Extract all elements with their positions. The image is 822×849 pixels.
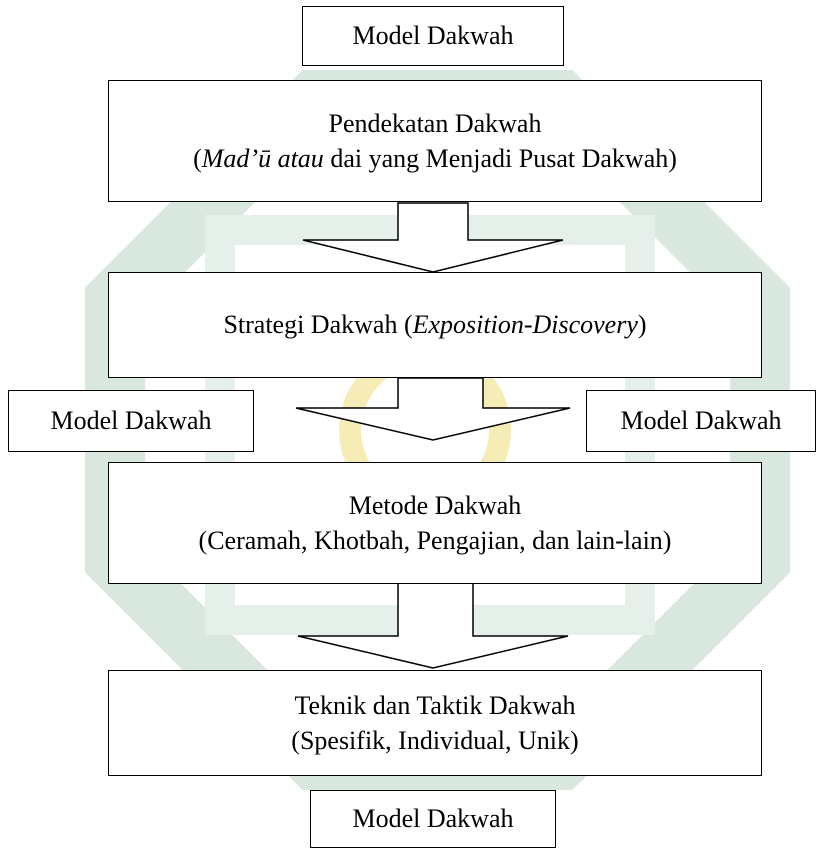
- model-dakwah-bottom-box: Model Dakwah: [310, 790, 556, 848]
- teknik-dakwah-box: Teknik dan Taktik Dakwah (Spesifik, Indi…: [108, 670, 762, 776]
- model-dakwah-top-label: Model Dakwah: [352, 21, 514, 51]
- exposition-discovery-italic: Exposition-Discovery: [412, 310, 638, 340]
- strategi-dakwah-text: Strategi Dakwah (Exposition-Discovery): [223, 310, 647, 340]
- madu-atau-italic: Mad’ū atau: [201, 144, 324, 173]
- pendekatan-dakwah-detail: (Mad’ū atau dai yang Menjadi Pusat Dakwa…: [193, 144, 677, 173]
- teknik-dakwah-detail: (Spesifik, Individual, Unik): [291, 726, 579, 755]
- arrow-metode-to-teknik: [297, 582, 569, 669]
- model-dakwah-left-label: Model Dakwah: [50, 406, 212, 436]
- metode-dakwah-box: Metode Dakwah (Ceramah, Khotbah, Pengaji…: [108, 462, 762, 584]
- model-dakwah-top-box: Model Dakwah: [302, 6, 564, 66]
- model-dakwah-bottom-label: Model Dakwah: [352, 804, 514, 834]
- pendekatan-dakwah-box: Pendekatan Dakwah (Mad’ū atau dai yang M…: [108, 80, 762, 202]
- pendekatan-dakwah-title: Pendekatan Dakwah: [328, 108, 542, 138]
- metode-dakwah-detail: (Ceramah, Khotbah, Pengajian, dan lain-l…: [198, 526, 672, 555]
- model-dakwah-right-label: Model Dakwah: [620, 406, 782, 436]
- strategi-dakwah-box: Strategi Dakwah (Exposition-Discovery): [108, 272, 762, 378]
- teknik-dakwah-title: Teknik dan Taktik Dakwah: [294, 690, 576, 720]
- arrow-strategi-to-metode: [295, 377, 571, 441]
- arrow-pendekatan-to-strategi: [302, 202, 564, 273]
- model-dakwah-right-box: Model Dakwah: [586, 390, 816, 452]
- metode-dakwah-title: Metode Dakwah: [348, 490, 522, 520]
- model-dakwah-left-box: Model Dakwah: [8, 390, 254, 452]
